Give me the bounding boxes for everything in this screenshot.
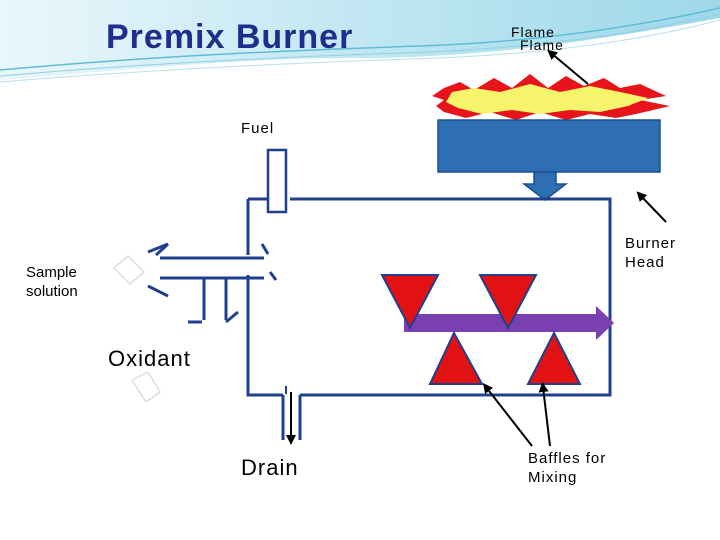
burner-head [437, 119, 661, 201]
drain-label: Drain [241, 455, 299, 480]
baffle-bottom-1 [428, 330, 484, 385]
sample-solution-label: Sample solution [26, 264, 78, 300]
burner-head-pointer-arrow [636, 191, 667, 223]
baffle-top-1 [380, 274, 440, 331]
baffle-top-2 [478, 274, 538, 331]
flame-label-duplicate: Flame [520, 37, 564, 53]
oxidant-label: Oxidant [108, 346, 191, 371]
baffle-pointer-arrow-1 [482, 383, 533, 447]
baffle-pointer-arrow-2 [538, 382, 551, 447]
flame-shape [432, 74, 670, 120]
mixing-chamber [246, 148, 612, 397]
pointer-arrows [482, 49, 667, 447]
baffles-label: Baffles for Mixing [528, 450, 607, 486]
flame-pointer-arrow [547, 49, 589, 85]
baffles [380, 274, 582, 385]
drain-pipe [281, 386, 302, 445]
sample-inlet [112, 242, 278, 404]
burner-head-label: Burner Head [625, 235, 677, 271]
header-wave [0, 0, 720, 83]
mixing-flow-arrow [404, 306, 614, 340]
baffle-bottom-2 [526, 330, 582, 385]
page-title: Premix Burner [106, 18, 354, 56]
flame-label: Flame [511, 24, 555, 40]
fuel-label: Fuel [241, 120, 275, 137]
